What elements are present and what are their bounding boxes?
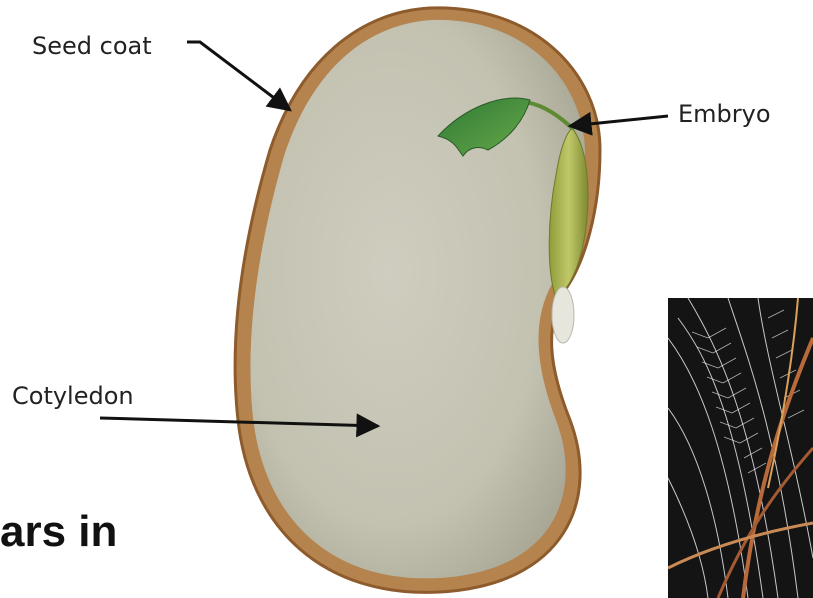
label-seed-coat: Seed coat — [32, 32, 152, 60]
radicle-tip-shape — [552, 287, 574, 343]
seed-coat-arrow — [187, 42, 290, 110]
label-cotyledon: Cotyledon — [12, 382, 134, 410]
label-embryo: Embryo — [678, 100, 771, 128]
seed-hairs-photo — [668, 298, 813, 598]
slide-heading-fragment: ars in — [0, 510, 117, 554]
